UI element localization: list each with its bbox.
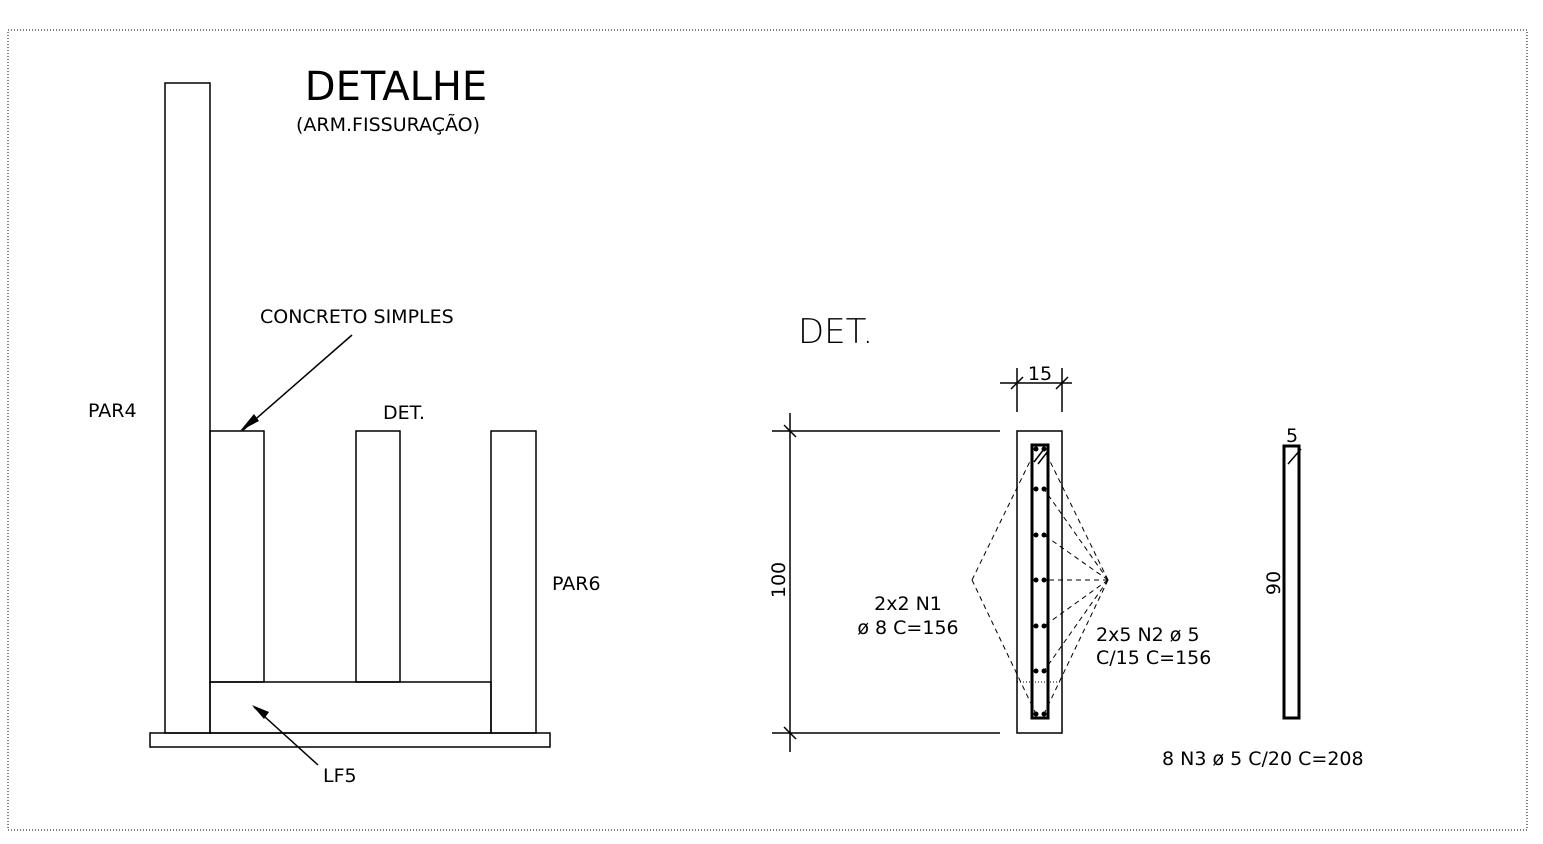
dim-width-text: 15 bbox=[1028, 363, 1052, 385]
label-n3: 8 N3 ø 5 C/20 C=208 bbox=[1162, 748, 1364, 770]
beam-lf5 bbox=[209, 681, 492, 734]
drawing-frame bbox=[7, 29, 1528, 831]
rebar-n2-5 bbox=[1033, 668, 1039, 674]
label-det-small: DET. bbox=[383, 402, 425, 424]
wall-par4 bbox=[164, 82, 211, 734]
label-n1-line2: ø 8 C=156 bbox=[857, 617, 958, 639]
wall-par6 bbox=[490, 430, 537, 734]
label-par6: PAR6 bbox=[552, 573, 601, 595]
wall-concreto-simples bbox=[209, 430, 265, 683]
detail-subtitle: (ARM.FISSURAÇÃO) bbox=[296, 113, 480, 136]
left-detail: DETALHE (ARM.FISSURAÇÃO) CONCRETO SIMPLE… bbox=[88, 64, 601, 787]
arrowhead-lf5 bbox=[252, 705, 269, 719]
stirrup-n3-shape bbox=[1282, 444, 1301, 720]
dim-height-tick-bottom bbox=[783, 726, 797, 740]
arrowhead-concreto bbox=[240, 414, 259, 431]
label-concreto-simples: CONCRETO SIMPLES bbox=[260, 306, 454, 328]
dim-height-tick-top bbox=[783, 424, 797, 438]
stirrup-hook-a bbox=[1033, 448, 1045, 463]
rebar-n2-2 bbox=[1033, 532, 1039, 538]
wall-det bbox=[355, 430, 401, 683]
stirrup-dim-top: 5 bbox=[1286, 425, 1298, 447]
rebar-n2-3 bbox=[1033, 577, 1039, 583]
leaders-n1 bbox=[971, 448, 1037, 715]
rebar-n2-4r bbox=[1041, 623, 1047, 629]
leaders-n2 bbox=[1043, 448, 1109, 715]
section-title: DET. bbox=[798, 312, 873, 352]
rebar-n2-1 bbox=[1033, 486, 1039, 492]
dim-width-tick-left bbox=[1010, 376, 1024, 390]
dim-width-tick-right bbox=[1055, 376, 1069, 390]
leader-concreto bbox=[241, 334, 353, 432]
label-par4: PAR4 bbox=[88, 400, 137, 422]
rebar-n2-4 bbox=[1033, 623, 1039, 629]
section-stirrup bbox=[1030, 443, 1050, 720]
stirrup-hook-b bbox=[1037, 450, 1049, 465]
detail-title: DETALHE bbox=[305, 64, 487, 110]
label-n1-line1: 2x2 N1 bbox=[874, 593, 942, 615]
section-detail: DET. 15 100 bbox=[768, 312, 1364, 770]
dim-height-text: 100 bbox=[768, 562, 790, 598]
stirrup-n3-hook bbox=[1287, 448, 1302, 465]
stirrup-dim-side: 90 bbox=[1263, 571, 1285, 595]
label-n2-line2: C/15 C=156 bbox=[1096, 647, 1211, 669]
label-lf5: LF5 bbox=[323, 765, 357, 787]
base-slab bbox=[149, 732, 551, 748]
label-n2-line1: 2x5 N2 ø 5 bbox=[1096, 624, 1200, 646]
rebar-dots bbox=[1033, 446, 1047, 717]
section-outline bbox=[1016, 430, 1063, 734]
